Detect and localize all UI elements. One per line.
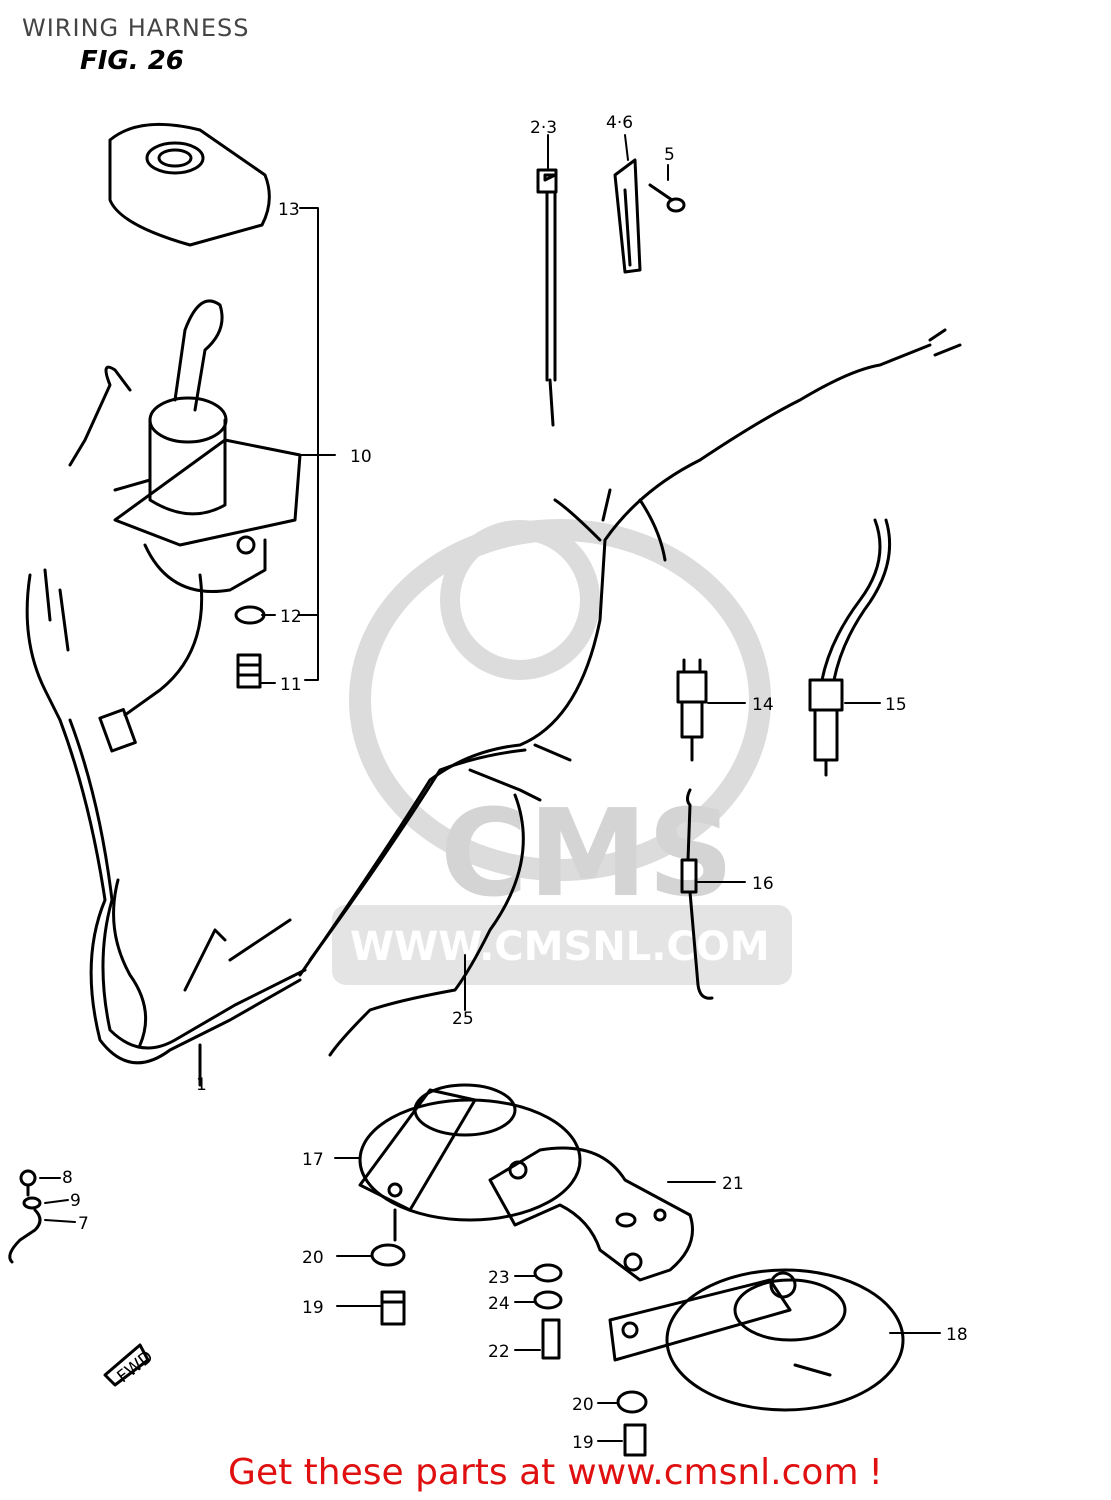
callout-1: 1 xyxy=(196,1075,207,1095)
callout-4-6: 4·6 xyxy=(606,113,633,133)
callout-17: 17 xyxy=(302,1150,324,1170)
horn-18 xyxy=(608,1268,905,1412)
callout-15: 15 xyxy=(885,695,907,715)
footer-lead: Get these parts at xyxy=(228,1452,556,1493)
callout-12: 12 xyxy=(280,607,302,627)
callout-19a: 19 xyxy=(302,1298,324,1318)
washer-24 xyxy=(533,1290,563,1310)
callout-13: 13 xyxy=(278,200,300,220)
horn-bracket-21 xyxy=(488,1146,694,1282)
horn-17 xyxy=(358,1083,582,1242)
bolt-19a xyxy=(380,1290,406,1326)
callout-16: 16 xyxy=(752,874,774,894)
footer-banner: Get these parts at www.cmsnl.com! xyxy=(0,1452,1111,1493)
bolt-19b xyxy=(623,1423,647,1457)
callout-5: 5 xyxy=(664,145,675,165)
callout-22: 22 xyxy=(488,1342,510,1362)
leader-lines xyxy=(39,134,941,1442)
callout-8: 8 xyxy=(62,1168,73,1188)
callout-24: 24 xyxy=(488,1294,510,1314)
callout-20b: 20 xyxy=(572,1395,594,1415)
callout-25: 25 xyxy=(452,1009,474,1029)
spring-16 xyxy=(680,788,714,1000)
footer-tail: ! xyxy=(868,1452,883,1493)
fwd-label: FWD xyxy=(114,1347,158,1387)
callout-14: 14 xyxy=(752,695,774,715)
ground-lead-25 xyxy=(328,793,525,1057)
callout-11: 11 xyxy=(280,675,302,695)
ignition-switch-cover xyxy=(108,122,271,247)
callout-21: 21 xyxy=(722,1174,744,1194)
washer-12 xyxy=(234,605,266,625)
bolt-11 xyxy=(236,653,262,689)
wiring-harness xyxy=(25,328,962,1087)
figure-label: FIG. 26 xyxy=(80,46,184,76)
callout-18: 18 xyxy=(946,1325,968,1345)
callout-10: 10 xyxy=(350,447,372,467)
hook-clip-7-8-9 xyxy=(8,1169,42,1264)
forward-arrow xyxy=(103,1343,150,1387)
cmsnl-watermark: CMS WWW.CMSNL.COM xyxy=(332,519,792,985)
watermark-brand: CMS xyxy=(440,785,734,924)
callout-2-3: 2·3 xyxy=(530,118,557,138)
ignition-switch xyxy=(68,299,302,753)
callout-20a: 20 xyxy=(302,1248,324,1268)
bracket-4-6 xyxy=(613,158,642,274)
callout-numbers: 2·3 4·6 5 13 10 12 11 14 15 16 25 1 17 2… xyxy=(62,113,968,1453)
callout-19b: 19 xyxy=(572,1433,594,1453)
screw-5 xyxy=(648,183,686,213)
page-title: WIRING HARNESS xyxy=(22,14,250,42)
washer-20a xyxy=(370,1243,406,1267)
callout-7: 7 xyxy=(78,1214,89,1234)
washer-23 xyxy=(533,1263,563,1283)
watermark-url: WWW.CMSNL.COM xyxy=(350,924,770,970)
bolt-22 xyxy=(541,1318,561,1360)
brake-switch-15 xyxy=(808,518,892,777)
callout-9: 9 xyxy=(70,1191,81,1211)
brake-switch-14 xyxy=(676,658,708,762)
rod-2-3 xyxy=(536,168,558,427)
callout-23: 23 xyxy=(488,1268,510,1288)
footer-link[interactable]: www.cmsnl.com xyxy=(567,1452,859,1493)
washer-20b xyxy=(616,1390,648,1414)
